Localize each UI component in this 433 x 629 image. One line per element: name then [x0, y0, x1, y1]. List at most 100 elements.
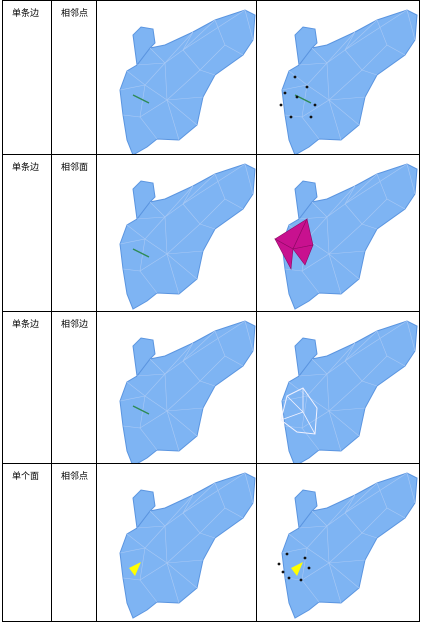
- adjacent-vertex-dot: [285, 552, 289, 556]
- mesh-wire-edge: [311, 510, 328, 527]
- mesh-wire-edge: [306, 84, 330, 101]
- mesh-wire-edge: [344, 9, 408, 51]
- mesh-wire-edge: [361, 198, 388, 225]
- mesh-model: [119, 163, 256, 310]
- mesh-model: [277, 472, 418, 619]
- result-image: [256, 463, 420, 622]
- mesh-wire-edge: [119, 238, 158, 294]
- mesh-wire-edge: [306, 547, 330, 564]
- mesh-model-selected-edge: [119, 163, 256, 310]
- element-type-label: 单条边: [12, 9, 40, 19]
- mesh-wire-edge: [344, 320, 408, 362]
- mesh-wire-edge: [149, 510, 166, 527]
- neighbor-type-label: 相邻面: [61, 163, 89, 173]
- mesh-wire-edge: [284, 425, 303, 429]
- selected-face: [129, 562, 141, 576]
- mesh-wire-edge: [328, 532, 363, 564]
- mesh-wire-edge: [199, 507, 226, 534]
- mesh-wire-edge: [149, 201, 166, 218]
- table-row: 单条边 相邻面: [2, 154, 420, 312]
- mesh-model-adjacent-faces: [274, 163, 418, 310]
- mesh-wire-edge: [244, 472, 254, 504]
- mesh-wire-edge: [149, 47, 166, 64]
- mesh-wire-edge: [244, 163, 254, 195]
- mesh-wire-edge: [144, 547, 168, 564]
- mesh-wire-edge: [182, 9, 246, 51]
- mesh-model-adjacent-vertices: [277, 472, 418, 619]
- mesh-wire-edge: [122, 577, 141, 581]
- element-type-label: 单个面: [12, 472, 40, 482]
- mesh-wire-edge: [166, 69, 201, 101]
- mesh-wire-edge: [166, 532, 201, 564]
- mesh-wire-edge: [182, 163, 246, 205]
- result-image: [256, 0, 420, 155]
- mesh-wire-edge: [281, 84, 320, 140]
- mesh-model-adjacent-vertices: [279, 9, 418, 154]
- mesh-model: [274, 163, 418, 310]
- mesh-wire-edge: [119, 395, 158, 451]
- mesh-model-selected-edge: [119, 320, 256, 463]
- mesh-wire-edge: [406, 163, 416, 195]
- adjacent-face: [274, 238, 294, 271]
- mesh-wire-edge: [166, 250, 204, 255]
- selected-edge: [132, 248, 150, 258]
- neighbor-type-label: 相邻边: [61, 320, 89, 330]
- adjacent-vertex-dot: [281, 570, 285, 574]
- selected-face: [291, 562, 303, 576]
- mesh-wire-edge: [122, 425, 141, 429]
- neighbor-type-label: 相邻点: [61, 472, 89, 482]
- mesh-model-selected-edge: [119, 9, 256, 154]
- mesh-wire-edge: [166, 223, 201, 255]
- element-type-label: 单条边: [12, 320, 40, 330]
- mesh-model: [119, 472, 256, 619]
- mesh-wire-edge: [182, 320, 246, 362]
- mesh-wire-edge: [144, 395, 168, 412]
- selection-image: [96, 311, 257, 464]
- mesh-wire-edge: [361, 44, 388, 71]
- mesh-wire-edge: [199, 198, 226, 225]
- element-type-label: 单条边: [12, 163, 40, 173]
- adjacent-vertex-dot: [295, 95, 299, 99]
- result-image: [256, 154, 420, 312]
- mesh-model: [280, 320, 418, 463]
- adjacent-edge: [280, 411, 316, 435]
- mesh-wire-edge: [361, 507, 388, 534]
- adjacent-vertex-dot: [309, 115, 313, 119]
- adjacent-vertex-dot: [289, 115, 293, 119]
- mesh-wire-edge: [182, 185, 194, 205]
- result-image: [256, 311, 420, 464]
- mesh-wire-edge: [328, 250, 366, 255]
- table-row: 单条边 相邻边: [2, 311, 420, 464]
- neighbor-query-table: 单条边 相邻点 单条边 相邻面 单条边 相邻边 单个面 相邻点: [2, 0, 420, 622]
- mesh-wire-edge: [281, 547, 320, 603]
- mesh-wire-edge: [119, 84, 158, 140]
- adjacent-vertex-dot: [307, 566, 311, 570]
- mesh-wire-edge: [122, 268, 141, 272]
- table-row: 单条边 相邻点: [2, 0, 420, 155]
- selected-edge: [132, 94, 150, 104]
- mesh-wire-edge: [199, 355, 226, 382]
- mesh-wire-edge: [311, 201, 328, 218]
- mesh-wire-edge: [182, 472, 246, 514]
- mesh-wire-edge: [344, 31, 356, 51]
- mesh-wire-edge: [244, 9, 254, 41]
- mesh-wire-edge: [284, 268, 303, 272]
- mesh-wire-edge: [182, 31, 194, 51]
- mesh-wire-edge: [281, 395, 320, 451]
- mesh-wire-edge: [311, 47, 328, 64]
- mesh-model-selected-face: [119, 472, 256, 619]
- mesh-wire-edge: [166, 559, 204, 564]
- mesh-wire-edge: [344, 163, 408, 205]
- mesh-wire-edge: [149, 358, 166, 375]
- mesh-wire-edge: [328, 96, 366, 101]
- mesh-wire-edge: [182, 342, 194, 362]
- selection-image: [96, 463, 257, 622]
- table-row: 单个面 相邻点: [2, 463, 420, 622]
- mesh-wire-edge: [328, 407, 366, 412]
- mesh-wire-edge: [328, 69, 363, 101]
- mesh-wire-edge: [328, 559, 366, 564]
- mesh-wire-edge: [199, 44, 226, 71]
- neighbor-type-label: 相邻点: [61, 9, 89, 19]
- adjacent-vertex-dot: [293, 75, 297, 79]
- mesh-wire-edge: [122, 114, 141, 118]
